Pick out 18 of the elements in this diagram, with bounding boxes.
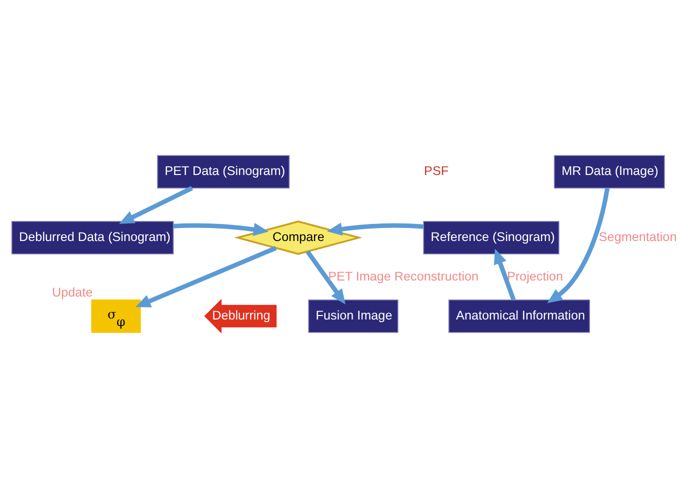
edge-label: Projection [506, 268, 564, 283]
node-box: Fusion Image [308, 298, 398, 332]
node-box: Anatomical Information [448, 298, 590, 332]
arrow [173, 222, 269, 236]
node-label: Update [52, 284, 93, 299]
node-text: PSF [424, 164, 449, 178]
arrow [119, 186, 194, 224]
node-box: MR Data (Image) [554, 154, 665, 188]
edge-label: PET Image Reconstruction [328, 268, 479, 283]
node-box: Reference (Sinogram) [423, 220, 560, 254]
arrow [306, 250, 346, 304]
node-box: Deblurred Data (Sinogram) [11, 220, 174, 254]
arrow [547, 187, 610, 303]
arrow [135, 245, 277, 307]
arrow [494, 248, 516, 300]
edge-label: Segmentation [598, 230, 677, 244]
node-box: PET Data (Sinogram) [157, 154, 290, 188]
arrow [326, 222, 424, 236]
